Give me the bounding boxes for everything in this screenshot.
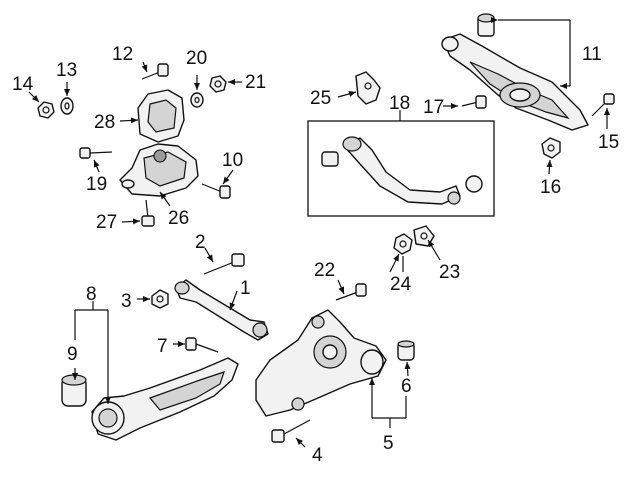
callout-19: 19 <box>86 174 107 195</box>
callout-10: 10 <box>222 150 243 171</box>
knuckle-5 <box>255 309 387 417</box>
callout-18: 18 <box>389 93 410 114</box>
callout-27: 27 <box>96 212 117 233</box>
bolt-12 <box>141 63 169 80</box>
callout-16: 16 <box>540 177 561 198</box>
callout-labels: 1 2 3 4 5 6 7 8 9 10 11 12 13 14 15 16 1… <box>12 44 619 466</box>
callout-25: 25 <box>310 88 331 109</box>
bolt-10 <box>201 183 231 199</box>
callout-11: 11 <box>582 44 602 65</box>
callout-13: 13 <box>56 60 77 81</box>
callout-3: 3 <box>121 291 132 312</box>
callout-28: 28 <box>94 112 115 133</box>
subframe-mount-26 <box>119 143 199 197</box>
callout-24: 24 <box>390 274 412 295</box>
callout-15: 15 <box>598 132 619 153</box>
callout-23: 23 <box>439 262 460 283</box>
callout-7: 7 <box>157 336 168 357</box>
mount-cap-28 <box>137 89 185 143</box>
leader-lines <box>28 17 610 448</box>
callout-2: 2 <box>195 232 206 253</box>
callout-4: 4 <box>312 445 323 466</box>
callout-6: 6 <box>401 376 412 397</box>
nut-14 <box>37 101 55 119</box>
bolt-7 <box>185 337 219 353</box>
bolt-15 <box>591 93 615 117</box>
washer-13 <box>60 97 74 115</box>
callout-22: 22 <box>314 260 335 281</box>
bracket-25 <box>355 71 381 105</box>
callout-21: 21 <box>245 72 266 93</box>
bushing-6 <box>397 340 415 361</box>
callout-20: 20 <box>186 48 207 69</box>
callout-26: 26 <box>168 208 189 229</box>
nut-3 <box>151 289 169 309</box>
callout-8: 8 <box>86 284 97 305</box>
bolt-17 <box>461 95 487 109</box>
bolt-2 <box>203 253 245 275</box>
clip-23 <box>413 225 435 247</box>
upper-control-arm <box>441 13 589 131</box>
callout-9: 9 <box>67 344 78 365</box>
bolt-19 <box>79 147 113 159</box>
bolt-22 <box>335 283 367 301</box>
callout-12: 12 <box>112 44 133 65</box>
washer-20 <box>190 92 204 108</box>
bolt-4 <box>271 419 311 443</box>
callout-14: 14 <box>12 74 34 95</box>
bolt-27 <box>141 199 155 227</box>
bushing-9 <box>61 374 87 407</box>
trailing-arm-8 <box>91 357 239 441</box>
nut-24 <box>393 233 413 255</box>
nut-21 <box>209 75 227 93</box>
camber-arm-box-18 <box>307 120 495 217</box>
callout-1: 1 <box>240 278 251 299</box>
nut-16 <box>541 137 561 159</box>
callout-17: 17 <box>423 97 444 118</box>
callout-5: 5 <box>383 433 394 454</box>
lower-link-1 <box>174 279 269 341</box>
